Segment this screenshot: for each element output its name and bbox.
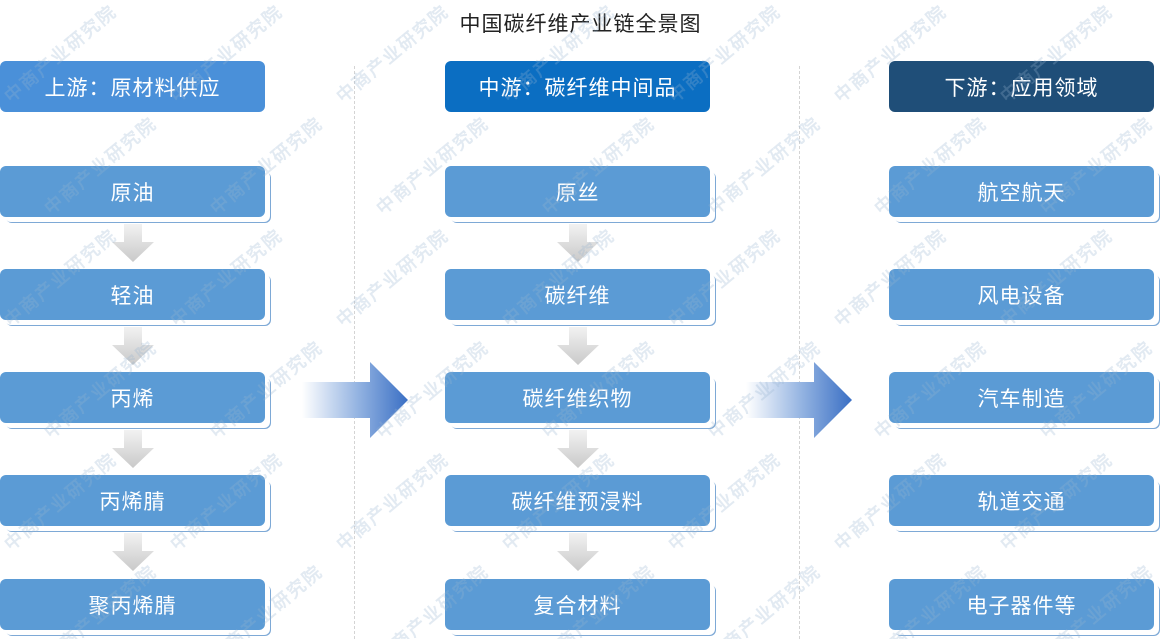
down-arrow-icon	[557, 533, 599, 571]
midstream-item-composite: 复合材料	[445, 579, 710, 630]
upstream-item-acrylonitrile: 丙烯腈	[0, 475, 265, 526]
down-arrow-icon	[112, 533, 154, 571]
watermark-text: 中商产业研究院	[332, 225, 454, 332]
column-divider	[354, 66, 355, 639]
down-arrow-icon	[112, 327, 154, 365]
upstream-item-polyacrylonitrile: 聚丙烯腈	[0, 579, 265, 630]
upstream-column: 上游：原材料供应 原油 轻油 丙烯 丙烯腈 聚丙烯腈	[0, 0, 265, 639]
down-arrow-icon	[112, 224, 154, 262]
downstream-header: 下游：应用领域	[889, 61, 1154, 112]
right-arrow-icon	[302, 362, 408, 438]
downstream-item-electronics: 电子器件等	[889, 579, 1154, 630]
midstream-item-carbon-fiber: 碳纤维	[445, 269, 710, 320]
down-arrow-icon	[557, 224, 599, 262]
diagram-title: 中国碳纤维产业链全景图	[459, 12, 702, 36]
downstream-item-rail-transit: 轨道交通	[889, 475, 1154, 526]
downstream-item-aerospace: 航空航天	[889, 166, 1154, 217]
upstream-item-propylene: 丙烯	[0, 372, 265, 423]
right-arrow-icon	[746, 362, 852, 438]
midstream-header: 中游：碳纤维中间品	[445, 61, 710, 112]
midstream-column: 中游：碳纤维中间品 原丝 碳纤维 碳纤维织物 碳纤维预浸料 复合材料	[445, 0, 710, 639]
midstream-item-precursor: 原丝	[445, 166, 710, 217]
downstream-item-wind-power: 风电设备	[889, 269, 1154, 320]
midstream-item-fabric: 碳纤维织物	[445, 372, 710, 423]
down-arrow-icon	[557, 327, 599, 365]
downstream-item-automotive: 汽车制造	[889, 372, 1154, 423]
column-divider	[799, 66, 800, 639]
watermark-text: 中商产业研究院	[332, 449, 454, 556]
downstream-column: 下游：应用领域 航空航天 风电设备 汽车制造 轨道交通 电子器件等	[889, 0, 1154, 639]
down-arrow-icon	[112, 430, 154, 468]
midstream-item-prepreg: 碳纤维预浸料	[445, 475, 710, 526]
watermark-text: 中商产业研究院	[704, 113, 826, 220]
watermark-text: 中商产业研究院	[704, 561, 826, 639]
upstream-item-crude-oil: 原油	[0, 166, 265, 217]
upstream-header: 上游：原材料供应	[0, 61, 265, 112]
upstream-item-light-oil: 轻油	[0, 269, 265, 320]
down-arrow-icon	[557, 430, 599, 468]
